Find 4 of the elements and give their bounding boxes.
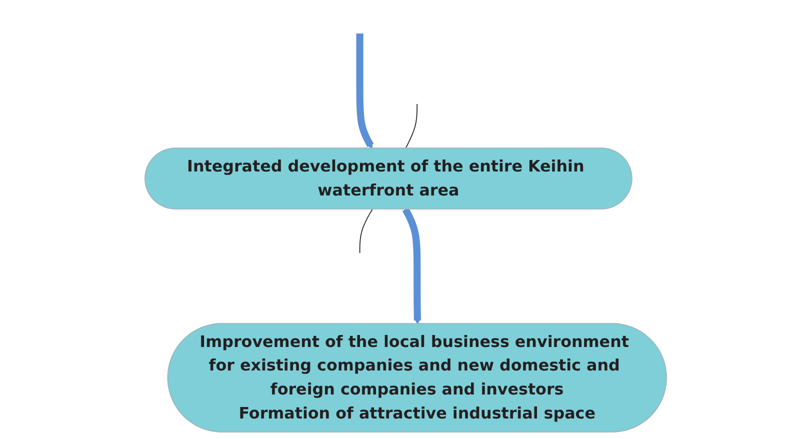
- arrow: [402, 208, 422, 324]
- arrow: [356, 34, 374, 149]
- connector: [404, 104, 418, 149]
- connector: [359, 208, 372, 254]
